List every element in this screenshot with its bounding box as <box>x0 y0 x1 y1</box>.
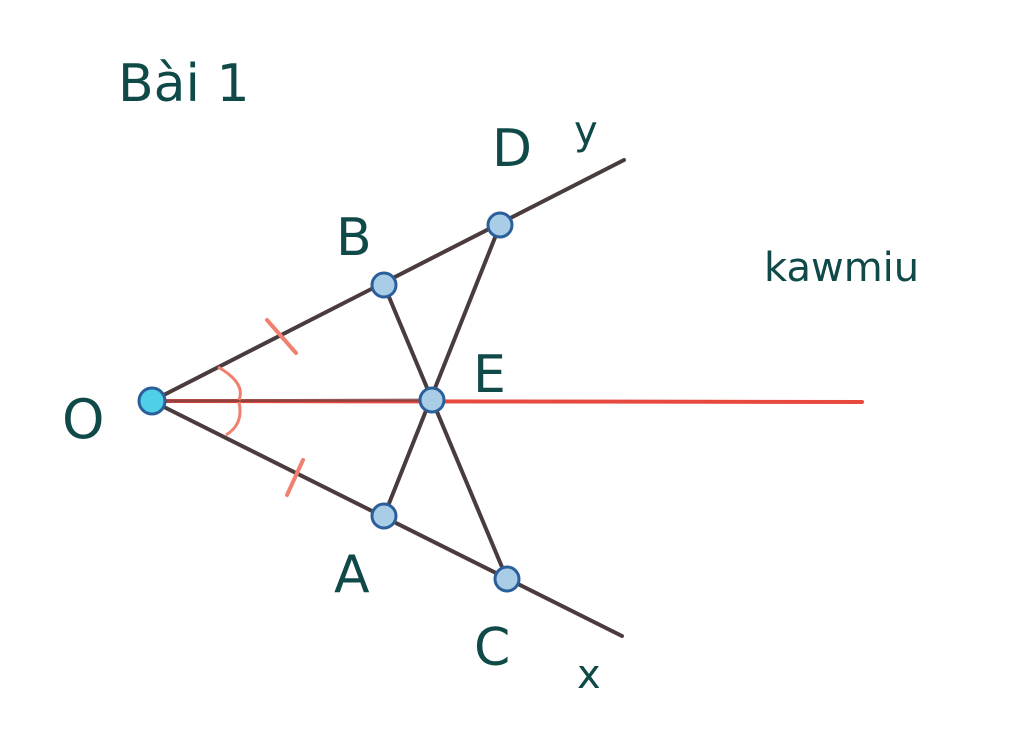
angle-arc-top <box>217 365 242 401</box>
label-e: E <box>473 345 506 405</box>
label-a: A <box>334 545 370 605</box>
watermark-text: kawmiu <box>764 245 920 291</box>
label-ray-y: y <box>574 108 598 154</box>
label-d: D <box>492 119 532 179</box>
label-o: O <box>62 388 105 451</box>
segment-bc <box>382 283 509 581</box>
point-b <box>370 271 398 299</box>
tick-mark-oa <box>285 458 305 497</box>
label-ray-x: x <box>577 652 601 698</box>
tick-mark-ob <box>265 318 298 355</box>
point-o <box>137 386 167 416</box>
page-title: Bài 1 <box>118 54 250 114</box>
point-e <box>418 386 446 414</box>
label-c: C <box>474 618 510 678</box>
label-b: B <box>336 208 372 268</box>
point-d <box>486 211 514 239</box>
segment-ad <box>382 223 502 518</box>
point-a <box>370 502 398 530</box>
segment-oe <box>150 398 434 403</box>
point-c <box>493 565 521 593</box>
angle-arc-bottom <box>225 401 242 437</box>
